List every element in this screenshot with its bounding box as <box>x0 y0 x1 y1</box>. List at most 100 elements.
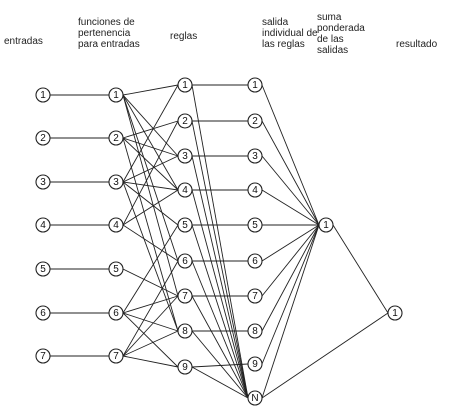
membership-to-rule-line <box>122 137 179 157</box>
membership-to-rule-line <box>122 260 179 357</box>
rules-node-circle <box>177 359 193 375</box>
membership-node: 2 <box>108 130 124 146</box>
rules-node: 8 <box>177 323 193 339</box>
sum-node: 1 <box>318 217 334 233</box>
rules-node-circle <box>177 253 193 269</box>
membership-node-label: 2 <box>113 133 119 144</box>
rules-node-label: 9 <box>182 362 188 373</box>
header-suma-line: salidas <box>317 45 348 56</box>
membership-to-rule-line <box>122 94 179 157</box>
membership-node-label: 4 <box>113 220 119 231</box>
inputs-node-circle <box>35 130 51 146</box>
membership-to-rule-line <box>122 84 179 96</box>
membership-to-rule-line <box>122 355 179 368</box>
output-to-sum-line <box>261 224 320 332</box>
rules-node-label: 2 <box>182 116 188 127</box>
outputs-node-label: 7 <box>252 291 258 302</box>
rules-node-circle <box>177 288 193 304</box>
outputs-node-circle <box>247 356 263 372</box>
inputs-node: 1 <box>35 87 51 103</box>
header-suma-line: suma <box>317 12 342 23</box>
membership-to-rule-line <box>122 94 179 262</box>
header-entradas-line: entradas <box>4 36 43 47</box>
rules-node-label: 5 <box>182 220 188 231</box>
output-to-sum-line <box>261 224 320 399</box>
inputs-node-circle <box>35 174 51 190</box>
membership-node-label: 6 <box>113 308 119 319</box>
membership-node-circle <box>108 130 124 146</box>
rule-to-n-output-line <box>191 295 249 399</box>
rules-node: 3 <box>177 148 193 164</box>
header-funciones-line: pertenencia <box>78 28 131 39</box>
membership-to-rule-line <box>122 84 179 183</box>
membership-to-rule-line <box>122 295 179 314</box>
membership-to-rule-line <box>122 181 179 226</box>
outputs-node: 1 <box>247 77 263 93</box>
inputs-node-label: 6 <box>40 308 46 319</box>
result-node-circle <box>387 305 403 321</box>
rules-node-label: 6 <box>182 256 188 267</box>
rules-node: 1 <box>177 77 193 93</box>
outputs-node-label: 4 <box>252 185 258 196</box>
header-reglas-line: reglas <box>170 31 197 42</box>
rule-to-n-output-line <box>191 366 249 399</box>
header-resultado-line: resultado <box>396 39 438 50</box>
rules-node-label: 1 <box>182 80 188 91</box>
outputs-node: 8 <box>247 323 263 339</box>
outputs-node-label: 9 <box>252 359 258 370</box>
rules-node-circle <box>177 77 193 93</box>
membership-to-rule-line <box>122 120 179 226</box>
outputs-node: 6 <box>247 253 263 269</box>
header-salida-line: individual de <box>262 28 318 39</box>
output-to-sum-line <box>261 155 320 226</box>
rules-node-label: 8 <box>182 326 188 337</box>
inputs-node-label: 4 <box>40 220 46 231</box>
rules-node-circle <box>177 217 193 233</box>
outputs-node-circle <box>247 182 263 198</box>
rule-to-n-output-line <box>191 330 249 399</box>
inputs-node-circle <box>35 261 51 277</box>
rules-node: 6 <box>177 253 193 269</box>
membership-to-rule-line <box>122 268 179 297</box>
result-node-label: 1 <box>392 308 398 319</box>
header-suma-line: ponderada <box>317 23 365 34</box>
n-output-to-result-line <box>261 312 389 399</box>
inputs-node: 4 <box>35 217 51 233</box>
header-resultado: resultado <box>396 39 438 50</box>
outputs-node-circle <box>247 288 263 304</box>
outputs-node-label: 6 <box>252 256 258 267</box>
rules-node: 5 <box>177 217 193 233</box>
membership-node-circle <box>108 348 124 364</box>
membership-node-label: 1 <box>113 90 119 101</box>
outputs-node: 9 <box>247 356 263 372</box>
outputs-node-label: 2 <box>252 116 258 127</box>
outputs-node-label: 8 <box>252 326 258 337</box>
rules-node-label: 3 <box>182 151 188 162</box>
membership-node-circle <box>108 217 124 233</box>
membership-node: 5 <box>108 261 124 277</box>
membership-to-rule-line <box>122 181 179 191</box>
sum-node-label: 1 <box>323 220 329 231</box>
rules-node-circle <box>177 113 193 129</box>
membership-node-label: 7 <box>113 351 119 362</box>
membership-to-rule-line <box>122 312 179 368</box>
membership-to-rule-line <box>122 224 179 314</box>
membership-node-circle <box>108 87 124 103</box>
inputs-node: 3 <box>35 174 51 190</box>
rules-node-circle <box>177 323 193 339</box>
membership-node-label: 5 <box>113 264 119 275</box>
sum-to-result-line <box>332 224 389 314</box>
rules-node: 7 <box>177 288 193 304</box>
rule-to-n-output-line <box>191 84 249 399</box>
header-reglas: reglas <box>170 31 197 42</box>
rules-node-label: 7 <box>182 291 188 302</box>
output-to-sum-line <box>261 189 320 226</box>
rules-node-circle <box>177 182 193 198</box>
header-funciones-line: funciones de <box>78 17 135 28</box>
header-funciones-line: para entradas <box>78 39 140 50</box>
outputs-node-label: 3 <box>252 151 258 162</box>
header-salida-line: las reglas <box>262 39 305 50</box>
